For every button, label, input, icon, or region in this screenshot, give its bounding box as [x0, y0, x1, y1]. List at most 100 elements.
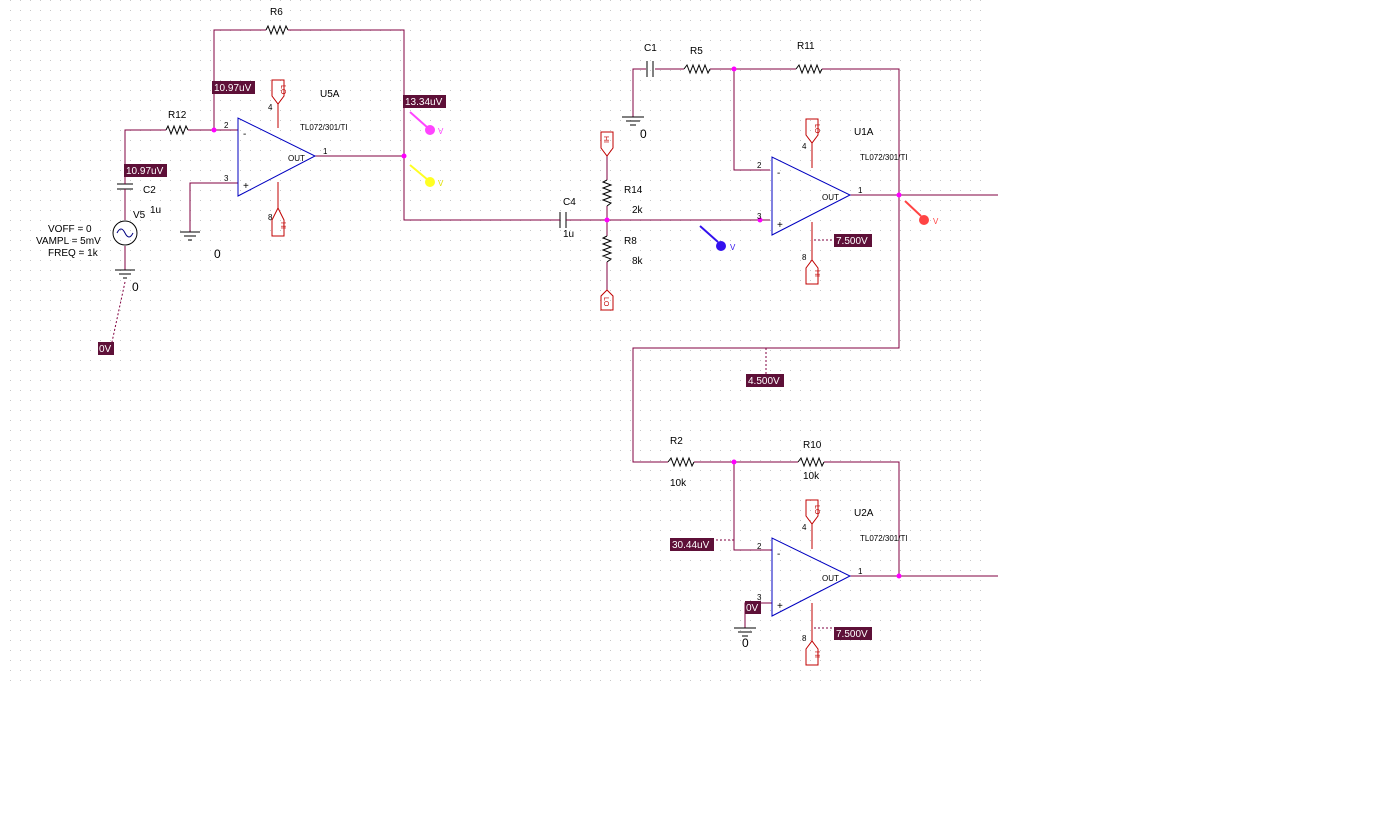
- probe-red-label: V: [933, 217, 939, 226]
- supply-r8: LO: [600, 289, 614, 311]
- resistor-r8[interactable]: R8 8k: [601, 235, 644, 267]
- c4-value: 1u: [563, 229, 574, 240]
- v-r6-left: 10.97uV: [214, 83, 252, 94]
- supply-u5a: 4 LO 8 HI: [268, 79, 286, 237]
- u5a-plus: +: [243, 181, 249, 192]
- gnd-u5a-label: 0: [214, 247, 221, 261]
- r10-ref: R10: [803, 440, 822, 451]
- v-mid-bias: 4.500V: [748, 376, 780, 387]
- v-u2a-noninv: 0V: [746, 603, 759, 614]
- u2a-plus: +: [777, 601, 783, 612]
- u2a-out-label: OUT: [822, 574, 839, 583]
- u2a-minus: -: [777, 549, 780, 560]
- v-u2a-pin8: 7.500V: [836, 629, 868, 640]
- v5-vampl: VAMPL = 5mV: [36, 236, 101, 247]
- node-dot: [401, 153, 407, 159]
- u1a-pin8: 8: [802, 253, 807, 262]
- u1a-pin2: 2: [757, 161, 762, 170]
- probe-blue-label: V: [730, 243, 736, 252]
- u5a-lo-label: LO: [279, 85, 286, 95]
- v5-voff: VOFF = 0: [48, 224, 92, 235]
- voltage-probe-blue[interactable]: V: [699, 225, 736, 252]
- u1a-out-label: OUT: [822, 193, 839, 202]
- ground-v5: 0: [115, 269, 139, 294]
- supply-r14: HI: [600, 131, 614, 157]
- voltage-tag[interactable]: 0V: [98, 342, 114, 355]
- u1a-ref: U1A: [854, 127, 874, 138]
- u1a-minus: -: [777, 168, 780, 179]
- r8-lo-label: LO: [602, 297, 609, 307]
- resistor-r2[interactable]: R2 10k: [667, 436, 695, 489]
- voltage-tag[interactable]: 13.34uV: [403, 95, 446, 108]
- v-c2: 10.97uV: [126, 166, 164, 177]
- u5a-pin3: 3: [224, 174, 229, 183]
- u5a-pin1: 1: [323, 147, 328, 156]
- voltage-tag[interactable]: 0V: [745, 601, 761, 614]
- voltage-tag[interactable]: 10.97uV: [212, 81, 255, 94]
- resistor-r11[interactable]: R11: [795, 41, 823, 75]
- voltage-tag[interactable]: 30.44uV: [670, 538, 714, 551]
- u1a-lo-label: LO: [813, 124, 820, 134]
- supply-u1a: 4 LO 8 HI: [802, 118, 820, 285]
- supply-u2a: 4 LO 8 HI: [802, 499, 820, 666]
- v5-ref: V5: [133, 210, 146, 221]
- node-dot: [896, 573, 902, 579]
- u1a-pin3: 3: [757, 212, 762, 221]
- u5a-minus: -: [243, 129, 246, 140]
- u2a-pin2: 2: [757, 542, 762, 551]
- voltage-probe-yellow[interactable]: V: [409, 164, 444, 188]
- resistor-r12[interactable]: R12: [165, 110, 189, 136]
- capacitor-c1[interactable]: C1: [644, 43, 657, 77]
- v-v5-gnd: 0V: [99, 344, 112, 355]
- u5a-ref: U5A: [320, 89, 340, 100]
- node-dot: [731, 66, 737, 72]
- opamp-u1a[interactable]: - + OUT 2 3 1 U1A TL072/301/TI: [757, 127, 908, 236]
- voltage-probe-red[interactable]: V: [904, 200, 939, 226]
- u5a-pin2: 2: [224, 121, 229, 130]
- v-u1a-pin8: 7.500V: [836, 236, 868, 247]
- resistor-r6[interactable]: R6: [265, 7, 289, 36]
- voltage-tag[interactable]: 7.500V: [834, 234, 872, 247]
- wires-stage1: [124, 29, 556, 270]
- u5a-out-label: OUT: [288, 154, 305, 163]
- u1a-pin4: 4: [802, 142, 807, 151]
- voltage-tag[interactable]: 7.500V: [834, 627, 872, 640]
- ground-u5a: 0: [180, 231, 221, 261]
- r2-ref: R2: [670, 436, 683, 447]
- node-dot: [731, 459, 737, 465]
- source-v5[interactable]: V5 VOFF = 0 VAMPL = 5mV FREQ = 1k: [36, 210, 146, 259]
- r6-ref: R6: [270, 7, 283, 18]
- u2a-pin4: 4: [802, 523, 807, 532]
- u2a-pin8: 8: [802, 634, 807, 643]
- u5a-hi-label: HI: [279, 222, 286, 229]
- resistor-r10[interactable]: R10 10k: [797, 440, 825, 482]
- c4-ref: C4: [563, 197, 576, 208]
- u2a-pin3: 3: [757, 593, 762, 602]
- u5a-part: TL072/301/TI: [300, 123, 348, 132]
- r2-value: 10k: [670, 478, 687, 489]
- probe-yellow-label: V: [438, 179, 444, 188]
- u1a-hi-label: HI: [813, 270, 820, 277]
- resistor-r5[interactable]: R5: [683, 46, 711, 75]
- u2a-hi-label: HI: [813, 651, 820, 658]
- c2-value: 1u: [150, 205, 161, 216]
- resistor-r14[interactable]: R14 2k: [601, 179, 644, 216]
- gnd-u2a-label: 0: [742, 636, 749, 650]
- gnd-v5-label: 0: [132, 280, 139, 294]
- ground-c1: 0: [622, 116, 647, 141]
- v5-freq: FREQ = 1k: [48, 248, 99, 259]
- node-dot: [211, 127, 217, 133]
- v-u2a-inv: 30.44uV: [672, 540, 710, 551]
- voltage-tag[interactable]: 10.97uV: [124, 164, 167, 177]
- v-u5a-out: 13.34uV: [405, 97, 443, 108]
- opamp-u5a[interactable]: - + OUT 2 3 1 U5A TL072/301/TI: [224, 89, 348, 197]
- voltage-tag[interactable]: 4.500V: [746, 374, 784, 387]
- c1-ref: C1: [644, 43, 657, 54]
- node-dot: [896, 192, 902, 198]
- voltage-probe-magenta[interactable]: V: [409, 111, 444, 136]
- opamp-u2a[interactable]: - + OUT 2 3 1 U2A TL072/301/TI: [757, 508, 908, 617]
- r10-value: 10k: [803, 471, 820, 482]
- r8-value: 8k: [632, 256, 644, 267]
- capacitor-c2[interactable]: C2 1u: [117, 177, 161, 216]
